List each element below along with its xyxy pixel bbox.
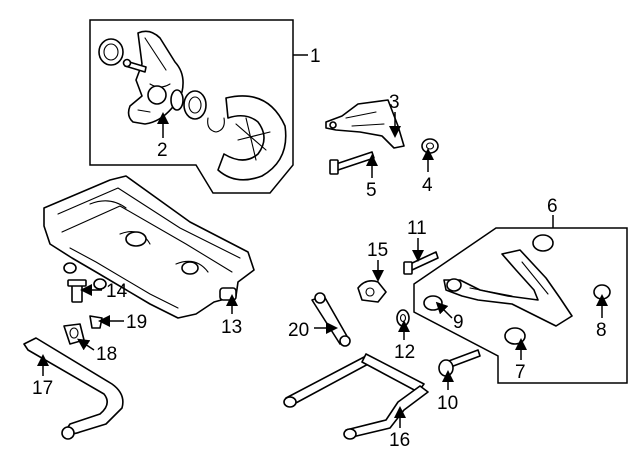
bolt-10: [438, 349, 481, 377]
callout-10: 10: [437, 393, 458, 414]
leader-18: [77, 338, 95, 351]
callout-12: 12: [394, 342, 415, 363]
link-20: [311, 292, 351, 347]
bushing-18: [63, 323, 85, 345]
callout-14: 14: [106, 281, 128, 302]
callout-3: 3: [389, 92, 400, 113]
callout-7: 7: [515, 362, 526, 383]
callout-4: 4: [422, 175, 433, 196]
bracket-15: [357, 280, 387, 303]
callout-18: 18: [96, 344, 117, 365]
leader-9: [435, 301, 453, 319]
callout-13: 13: [221, 317, 242, 338]
callout-20: 20: [288, 320, 309, 341]
knuckle-assembly: [98, 30, 287, 181]
callout-17: 17: [32, 378, 53, 399]
bolt-5: [329, 151, 375, 175]
bracket-3: [325, 99, 405, 149]
bolt-11: [403, 251, 439, 275]
callout-8: 8: [596, 320, 607, 341]
crossmember: [43, 175, 255, 319]
callout-2: 2: [157, 140, 168, 161]
callout-1: 1: [310, 46, 321, 67]
tie-rod-assembly: [283, 353, 429, 440]
washer-12: [396, 309, 410, 327]
callout-11: 11: [407, 218, 427, 239]
bolt-14: [67, 279, 87, 303]
callout-15: 15: [367, 240, 388, 261]
callout-16: 16: [389, 430, 410, 451]
callout-9: 9: [453, 312, 464, 333]
callout-5: 5: [366, 180, 377, 201]
callout-19: 19: [126, 312, 147, 333]
nut-4: [421, 138, 439, 154]
clamp-19: [89, 315, 103, 329]
callout-6: 6: [547, 196, 558, 217]
